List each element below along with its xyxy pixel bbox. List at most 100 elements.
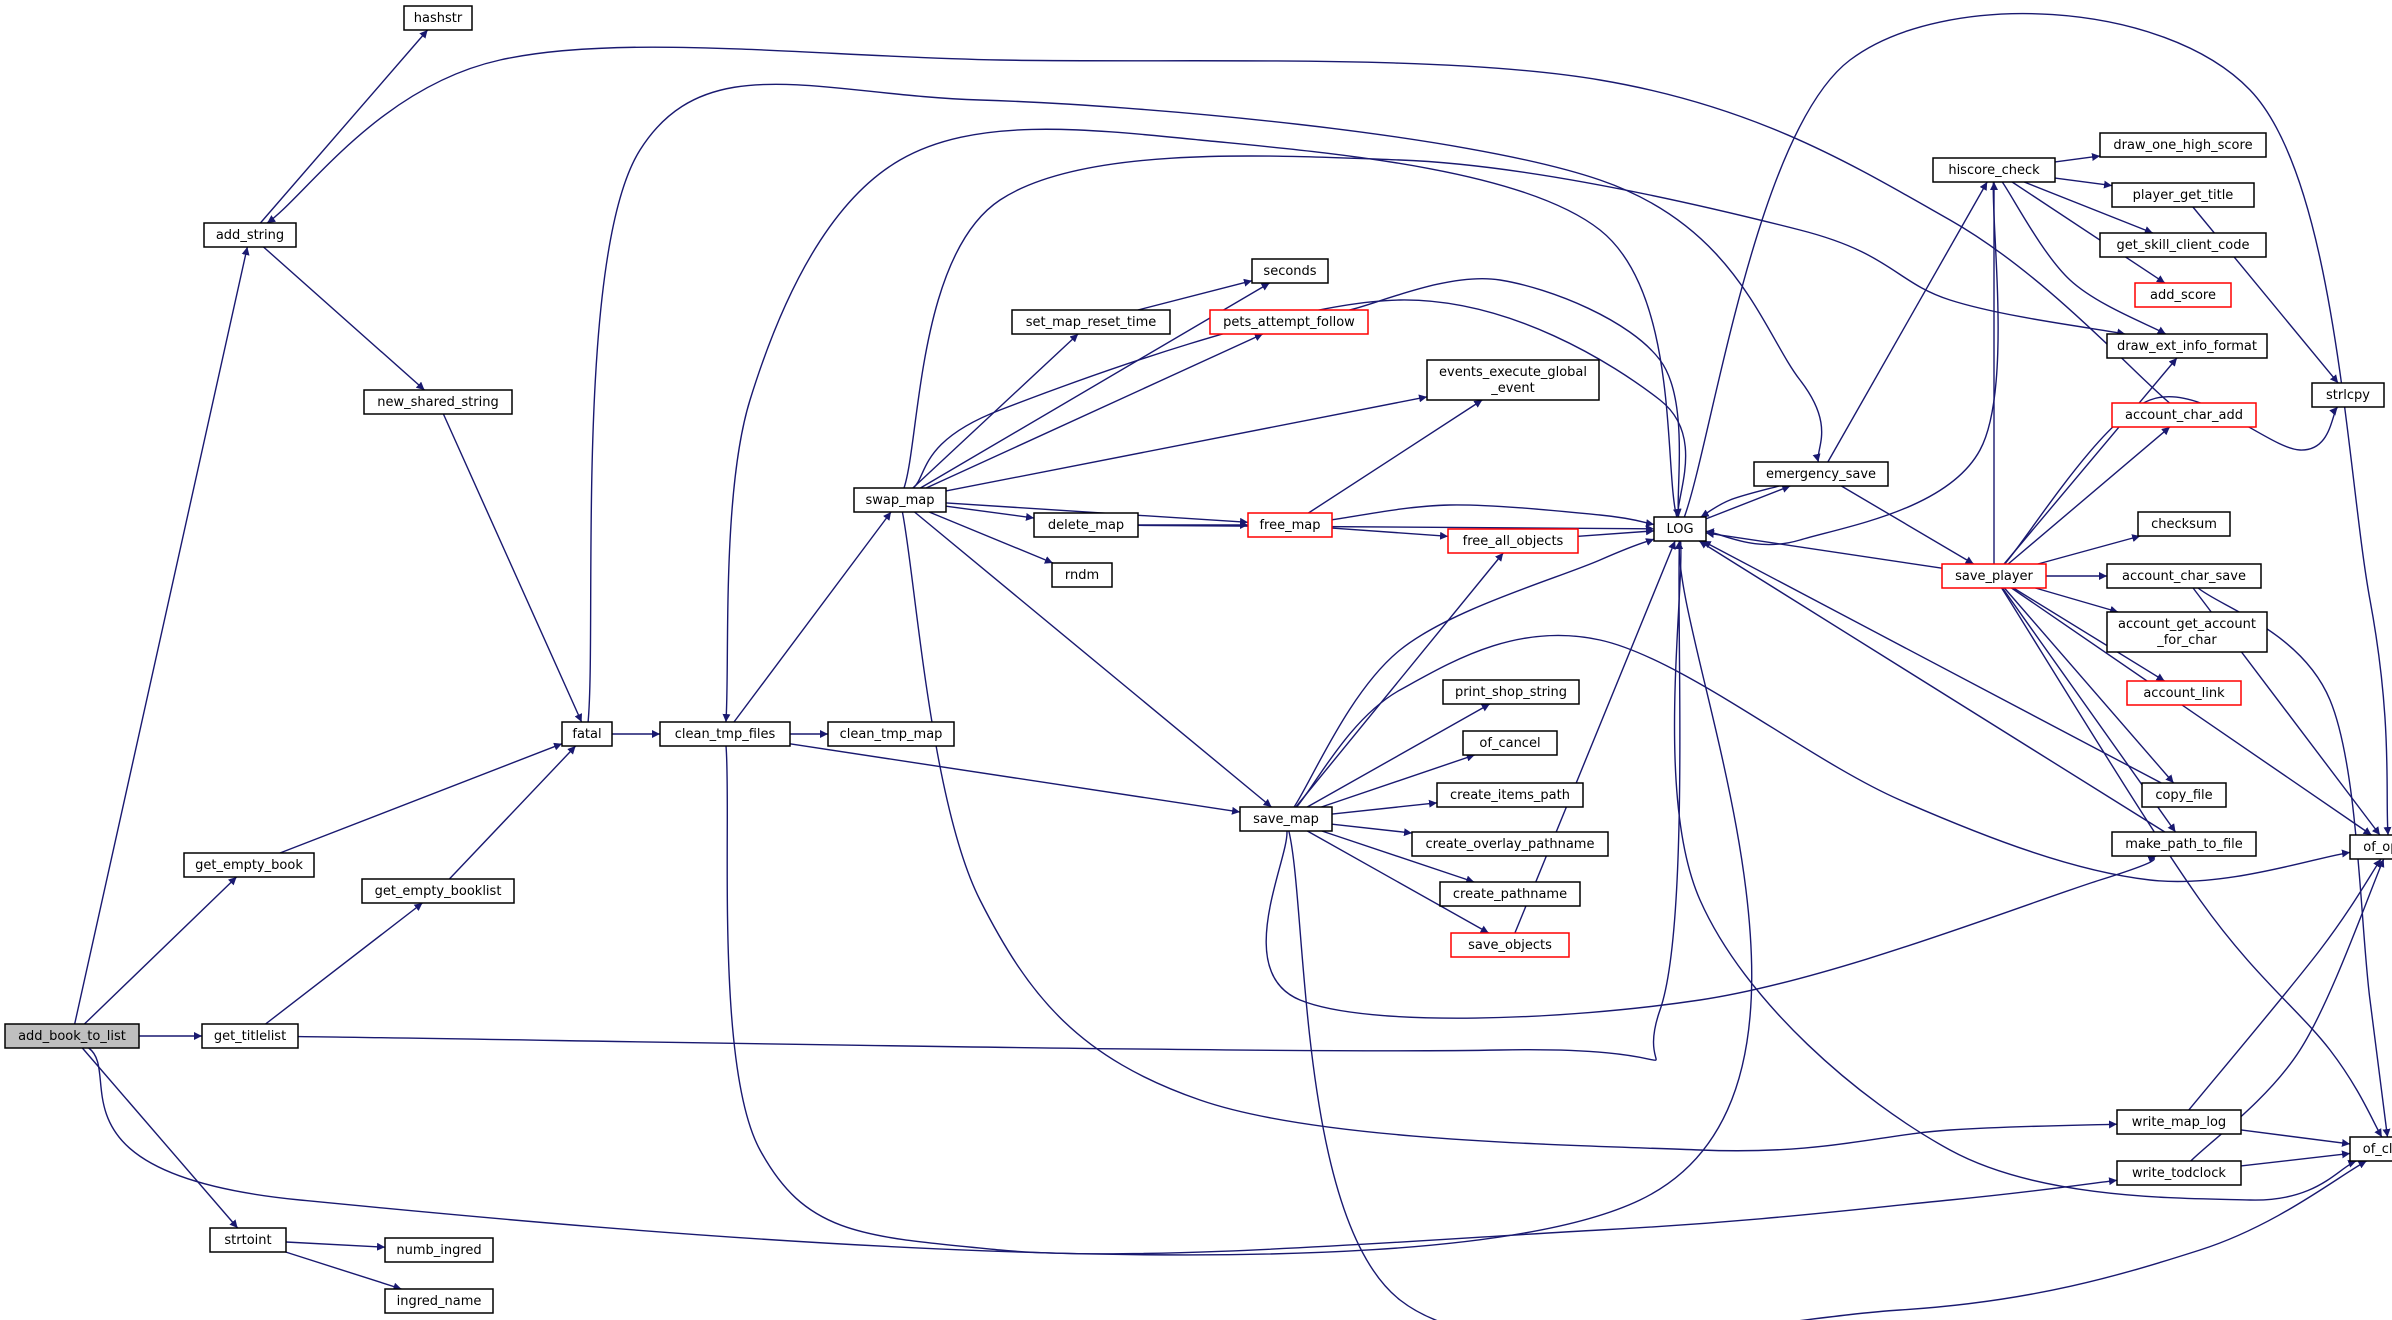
node-create_overlay_pathname[interactable]: create_overlay_pathname [1411, 831, 1609, 857]
node-write_todclock[interactable]: write_todclock [2116, 1160, 2242, 1186]
node-delete_map[interactable]: delete_map [1033, 512, 1139, 538]
node-box[interactable] [1447, 528, 1579, 554]
node-box[interactable] [2111, 402, 2257, 428]
node-box[interactable] [2349, 1136, 2392, 1162]
node-box[interactable] [2349, 834, 2392, 860]
node-copy_file[interactable]: copy_file [2141, 782, 2227, 808]
node-get_empty_booklist[interactable]: get_empty_booklist [361, 878, 515, 904]
node-box[interactable] [2116, 1160, 2242, 1186]
node-box[interactable] [1436, 782, 1584, 808]
node-account_link[interactable]: account_link [2126, 680, 2242, 706]
node-box[interactable] [1753, 461, 1889, 487]
node-box[interactable] [384, 1237, 494, 1263]
node-get_titlelist[interactable]: get_titlelist [201, 1023, 299, 1049]
node-box[interactable] [1442, 679, 1580, 705]
node-emergency_save[interactable]: emergency_save [1753, 461, 1889, 487]
node-draw_ext_info_format[interactable]: draw_ext_info_format [2106, 333, 2268, 359]
node-box[interactable] [4, 1023, 140, 1049]
node-box[interactable] [827, 721, 955, 747]
node-box[interactable] [659, 721, 791, 747]
node-box[interactable] [2111, 831, 2257, 857]
node-write_map_log[interactable]: write_map_log [2116, 1109, 2242, 1135]
node-account_char_save[interactable]: account_char_save [2106, 563, 2262, 589]
node-rndm[interactable]: rndm [1051, 562, 1113, 588]
node-ingred_name[interactable]: ingred_name [384, 1288, 494, 1314]
node-clean_tmp_files[interactable]: clean_tmp_files [659, 721, 791, 747]
node-LOG[interactable]: LOG [1653, 516, 1707, 542]
node-add_book_to_list[interactable]: add_book_to_list [4, 1023, 140, 1049]
node-box[interactable] [1439, 881, 1581, 907]
node-of_cancel[interactable]: of_cancel [1462, 730, 1558, 756]
node-events_execute_global_event[interactable]: events_execute_global_event [1426, 359, 1600, 401]
node-seconds[interactable]: seconds [1251, 258, 1329, 284]
node-box[interactable] [363, 389, 513, 415]
node-add_score[interactable]: add_score [2134, 282, 2232, 308]
node-box[interactable] [1932, 157, 2056, 183]
node-player_get_title[interactable]: player_get_title [2111, 182, 2255, 208]
node-checksum[interactable]: checksum [2137, 511, 2231, 537]
node-box[interactable] [1450, 932, 1570, 958]
node-account_get_account_for_char[interactable]: account_get_account_for_char [2106, 611, 2268, 653]
node-box[interactable] [1209, 309, 1369, 335]
node-box[interactable] [203, 222, 297, 248]
node-box[interactable] [1426, 359, 1600, 401]
node-box[interactable] [1411, 831, 1609, 857]
node-box[interactable] [2141, 782, 2227, 808]
node-box[interactable] [2126, 680, 2242, 706]
node-box[interactable] [1051, 562, 1113, 588]
node-box[interactable] [201, 1023, 299, 1049]
node-box[interactable] [2311, 382, 2385, 408]
node-draw_one_high_score[interactable]: draw_one_high_score [2099, 132, 2267, 158]
node-strlcpy[interactable]: strlcpy [2311, 382, 2385, 408]
node-box[interactable] [2099, 132, 2267, 158]
node-box[interactable] [2099, 232, 2267, 258]
node-make_path_to_file[interactable]: make_path_to_file [2111, 831, 2257, 857]
node-save_player[interactable]: save_player [1941, 563, 2047, 589]
node-box[interactable] [853, 487, 947, 513]
node-clean_tmp_map[interactable]: clean_tmp_map [827, 721, 955, 747]
node-numb_ingred[interactable]: numb_ingred [384, 1237, 494, 1263]
node-box[interactable] [2106, 563, 2262, 589]
node-box[interactable] [1011, 309, 1171, 335]
node-box[interactable] [2137, 511, 2231, 537]
node-save_map[interactable]: save_map [1239, 806, 1333, 832]
node-get_skill_client_code[interactable]: get_skill_client_code [2099, 232, 2267, 258]
node-fatal[interactable]: fatal [561, 721, 613, 747]
node-create_items_path[interactable]: create_items_path [1436, 782, 1584, 808]
node-print_shop_string[interactable]: print_shop_string [1442, 679, 1580, 705]
node-box[interactable] [1462, 730, 1558, 756]
node-box[interactable] [2134, 282, 2232, 308]
node-of_open[interactable]: of_open [2349, 834, 2392, 860]
node-swap_map[interactable]: swap_map [853, 487, 947, 513]
node-box[interactable] [2106, 333, 2268, 359]
node-free_map[interactable]: free_map [1247, 512, 1333, 538]
node-box[interactable] [1941, 563, 2047, 589]
node-box[interactable] [2116, 1109, 2242, 1135]
node-new_shared_string[interactable]: new_shared_string [363, 389, 513, 415]
node-of_close[interactable]: of_close [2349, 1136, 2392, 1162]
node-box[interactable] [403, 5, 473, 31]
node-box[interactable] [1247, 512, 1333, 538]
node-box[interactable] [361, 878, 515, 904]
node-hiscore_check[interactable]: hiscore_check [1932, 157, 2056, 183]
node-box[interactable] [1239, 806, 1333, 832]
node-add_string[interactable]: add_string [203, 222, 297, 248]
node-free_all_objects[interactable]: free_all_objects [1447, 528, 1579, 554]
node-hashstr[interactable]: hashstr [403, 5, 473, 31]
node-set_map_reset_time[interactable]: set_map_reset_time [1011, 309, 1171, 335]
node-box[interactable] [209, 1227, 287, 1253]
node-box[interactable] [183, 852, 315, 878]
node-box[interactable] [2111, 182, 2255, 208]
node-strtoint[interactable]: strtoint [209, 1227, 287, 1253]
node-box[interactable] [1653, 516, 1707, 542]
node-box[interactable] [561, 721, 613, 747]
node-box[interactable] [1033, 512, 1139, 538]
node-box[interactable] [1251, 258, 1329, 284]
node-box[interactable] [384, 1288, 494, 1314]
node-pets_attempt_follow[interactable]: pets_attempt_follow [1209, 309, 1369, 335]
node-create_pathname[interactable]: create_pathname [1439, 881, 1581, 907]
node-box[interactable] [2106, 611, 2268, 653]
node-account_char_add[interactable]: account_char_add [2111, 402, 2257, 428]
node-save_objects[interactable]: save_objects [1450, 932, 1570, 958]
node-get_empty_book[interactable]: get_empty_book [183, 852, 315, 878]
